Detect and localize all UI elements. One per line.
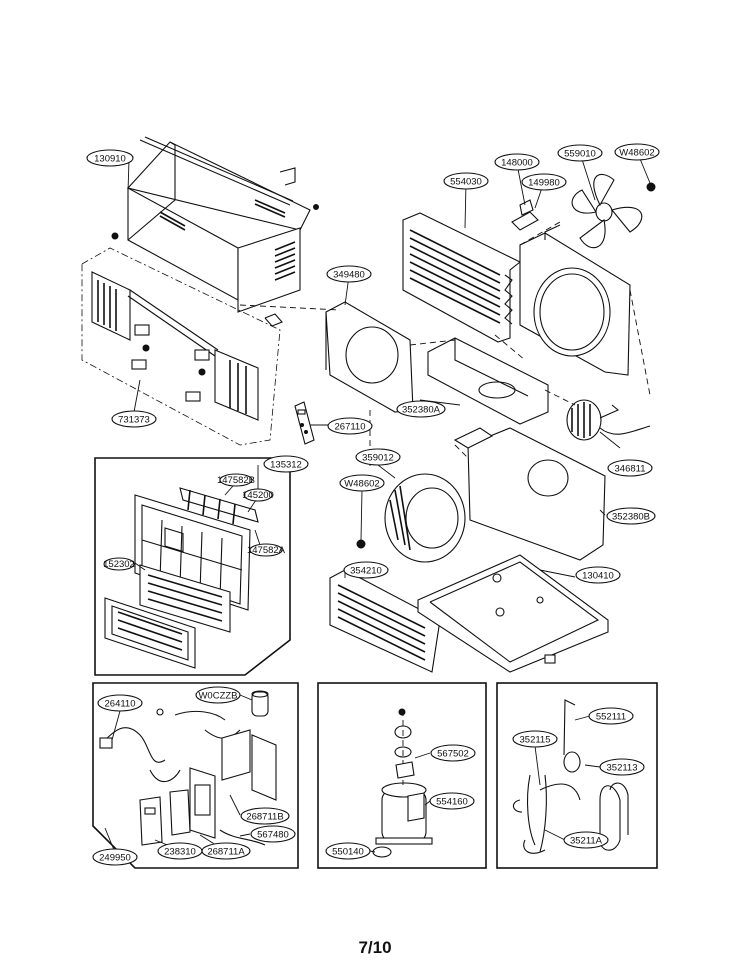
electrical-box xyxy=(92,682,299,869)
svg-text:147582B: 147582B xyxy=(217,475,255,486)
label-359012: 359012 xyxy=(355,448,401,466)
label-130410: 130410 xyxy=(575,566,621,584)
svg-text:149980: 149980 xyxy=(528,178,560,189)
label-147582A: 147582A xyxy=(247,543,286,557)
compressor-box xyxy=(317,682,487,869)
svg-text:554030: 554030 xyxy=(450,177,482,188)
svg-text:W0CZZB: W0CZZB xyxy=(198,691,237,702)
compressor-drawing xyxy=(372,708,433,858)
remote-267110-drawing xyxy=(294,401,315,445)
svg-text:264110: 264110 xyxy=(105,699,136,710)
label-346811: 346811 xyxy=(607,459,653,477)
electrical-parts-drawing xyxy=(99,690,277,846)
bracket-148000-drawing xyxy=(511,199,539,231)
label-550140: 550140 xyxy=(325,842,371,860)
svg-text:148000: 148000 xyxy=(501,158,533,169)
label-W48602-top: W48602 xyxy=(614,143,660,161)
label-152302: 152302 xyxy=(103,557,135,571)
svg-text:552111: 552111 xyxy=(596,712,626,723)
tray-352380A-drawing xyxy=(427,337,549,425)
tubing-box xyxy=(496,682,658,869)
svg-text:352113: 352113 xyxy=(607,763,638,774)
svg-text:559010: 559010 xyxy=(564,149,596,160)
label-352380B: 352380B xyxy=(606,507,656,525)
svg-text:145200: 145200 xyxy=(242,490,274,501)
svg-text:349480: 349480 xyxy=(333,270,365,281)
label-554030: 554030 xyxy=(443,172,489,190)
svg-text:135312: 135312 xyxy=(270,460,302,471)
evaporator-354210-drawing xyxy=(329,569,441,673)
partition-349480-drawing xyxy=(325,301,414,413)
label-145200: 145200 xyxy=(242,488,274,502)
label-35211A: 35211A xyxy=(563,831,609,849)
svg-text:130410: 130410 xyxy=(582,571,614,582)
label-130910: 130910 xyxy=(86,149,134,167)
label-354210: 354210 xyxy=(343,561,389,579)
svg-text:238310: 238310 xyxy=(164,847,196,858)
svg-text:152302: 152302 xyxy=(103,559,135,570)
svg-text:130910: 130910 xyxy=(94,154,126,165)
inlet-grille-drawing xyxy=(104,597,196,669)
condenser-coil-drawing xyxy=(402,212,522,343)
base-pan-130410-drawing xyxy=(417,554,609,673)
grille-box xyxy=(94,457,291,676)
label-552111: 552111 xyxy=(588,707,634,725)
label-249950: 249950 xyxy=(92,848,138,866)
label-559010: 559010 xyxy=(557,144,603,162)
page-number: 7/10 xyxy=(358,938,392,957)
motor-346811-drawing xyxy=(566,399,651,441)
svg-text:346811: 346811 xyxy=(615,464,646,475)
label-147582B: 147582B xyxy=(217,473,255,487)
label-567502: 567502 xyxy=(430,744,476,762)
label-352380A: 352380A xyxy=(396,400,446,418)
blower-wheel-drawing xyxy=(356,473,466,563)
svg-text:147582A: 147582A xyxy=(247,545,286,556)
svg-text:268711A: 268711A xyxy=(207,847,245,858)
svg-text:249950: 249950 xyxy=(99,853,131,864)
fan-blade-drawing xyxy=(571,173,656,249)
label-267110: 267110 xyxy=(327,417,373,435)
svg-text:35211A: 35211A xyxy=(570,836,603,847)
scroll-housing-352380B-drawing xyxy=(453,427,606,561)
label-238310: 238310 xyxy=(157,842,203,860)
label-W48602-mid: W48602 xyxy=(339,474,385,492)
svg-text:W48602: W48602 xyxy=(619,148,654,159)
label-268711B: 268711B xyxy=(240,807,290,825)
cabinet-drawing xyxy=(111,136,319,327)
fan-shroud-drawing xyxy=(519,224,631,376)
label-135312: 135312 xyxy=(263,455,309,473)
svg-text:267110: 267110 xyxy=(335,422,366,433)
label-554160: 554160 xyxy=(429,792,475,810)
label-731373: 731373 xyxy=(111,410,157,428)
part-labels: 130910 148000 559010 W48602 554030 14998… xyxy=(86,143,660,866)
svg-text:567502: 567502 xyxy=(437,749,469,760)
label-268711A: 268711A xyxy=(201,842,251,860)
label-567480: 567480 xyxy=(250,825,296,843)
front-frame-drawing xyxy=(81,247,281,446)
label-W0CZZB: W0CZZB xyxy=(195,686,241,704)
tubing-drawing xyxy=(512,699,629,854)
label-148000: 148000 xyxy=(494,153,540,171)
label-352115: 352115 xyxy=(512,730,558,748)
svg-text:567480: 567480 xyxy=(257,830,289,841)
svg-text:554160: 554160 xyxy=(436,797,468,808)
svg-text:352380B: 352380B xyxy=(612,512,650,523)
label-352113: 352113 xyxy=(599,758,645,776)
label-349480: 349480 xyxy=(326,265,372,283)
label-264110: 264110 xyxy=(97,694,143,712)
svg-text:352380A: 352380A xyxy=(402,405,441,416)
svg-text:731373: 731373 xyxy=(118,415,150,426)
svg-text:352115: 352115 xyxy=(520,735,551,746)
svg-text:W48602: W48602 xyxy=(344,479,379,490)
label-149980: 149980 xyxy=(521,173,567,191)
svg-text:268711B: 268711B xyxy=(246,812,283,823)
svg-text:550140: 550140 xyxy=(332,847,364,858)
filter-drawing xyxy=(139,564,231,633)
svg-text:359012: 359012 xyxy=(362,453,394,464)
svg-text:354210: 354210 xyxy=(350,566,382,577)
